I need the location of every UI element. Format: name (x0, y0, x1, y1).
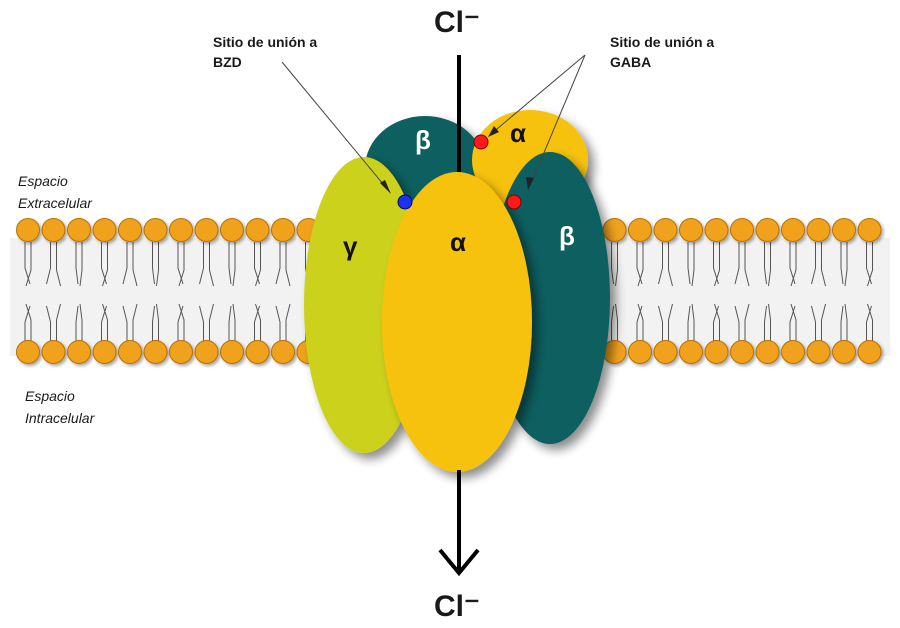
lipid-head (195, 219, 218, 242)
bzd-site-callout: Sitio de unión a BZD (213, 32, 317, 72)
beta-back-label: β (415, 126, 431, 154)
lipid-head (119, 341, 142, 364)
lipid-head (731, 341, 754, 364)
lipid-head (195, 341, 218, 364)
gaba-callout-line1: Sitio de unión a (610, 32, 714, 52)
intracellular-space-label: Espacio Intracelular (25, 385, 94, 429)
alpha-subunit-front (382, 172, 532, 472)
lipid-head (68, 341, 91, 364)
lipid-head (680, 219, 703, 242)
lipid-head (629, 219, 652, 242)
lipid-head (833, 341, 856, 364)
gaba-site-callout: Sitio de unión a GABA (610, 32, 714, 72)
intracellular-line2: Intracelular (25, 407, 94, 429)
beta-front-label: β (559, 222, 575, 250)
lipid-head (629, 341, 652, 364)
bzd-binding-site (398, 195, 412, 209)
lipid-head (756, 341, 779, 364)
lipid-head (221, 219, 244, 242)
extracellular-line2: Extracelular (18, 192, 92, 214)
lipid-head (603, 219, 626, 242)
chloride-ion-label-top: Cl⁻ (434, 8, 480, 38)
lipid-head (93, 341, 116, 364)
lipid-head (782, 341, 805, 364)
intracellular-line1: Espacio (25, 385, 94, 407)
lipid-head (272, 341, 295, 364)
lipid-head (170, 219, 193, 242)
lipid-head (119, 219, 142, 242)
lipid-head (731, 219, 754, 242)
lipid-head (705, 219, 728, 242)
lipid-head (756, 219, 779, 242)
lipid-head (680, 341, 703, 364)
lipid-head (654, 219, 677, 242)
chloride-ion-label-bottom: Cl⁻ (434, 592, 480, 622)
lipid-head (17, 219, 40, 242)
alpha-front-label: α (450, 228, 466, 256)
lipid-head (858, 341, 881, 364)
extracellular-space-label: Espacio Extracelular (18, 170, 92, 214)
lipid-head (17, 341, 40, 364)
gamma-label: γ (343, 232, 357, 260)
gaba-binding-site-2 (507, 195, 521, 209)
lipid-head (705, 341, 728, 364)
gaba-callout-line2: GABA (610, 52, 714, 72)
lipid-head (68, 219, 91, 242)
lipid-head (246, 219, 269, 242)
lipid-head (42, 341, 65, 364)
lipid-head (782, 219, 805, 242)
lipid-head (144, 219, 167, 242)
lipid-head (42, 219, 65, 242)
gabaa-receptor (304, 55, 610, 573)
bzd-callout-line1: Sitio de unión a (213, 32, 317, 52)
extracellular-line1: Espacio (18, 170, 92, 192)
lipid-head (272, 219, 295, 242)
lipid-head (93, 219, 116, 242)
gaba-binding-site-1 (474, 135, 488, 149)
lipid-head (807, 219, 830, 242)
bzd-pointer-line (282, 62, 388, 190)
lipid-head (858, 219, 881, 242)
lipid-head (246, 341, 269, 364)
lipid-head (170, 341, 193, 364)
lipid-head (654, 341, 677, 364)
lipid-head (807, 341, 830, 364)
lipid-head (833, 219, 856, 242)
lipid-head (221, 341, 244, 364)
bzd-callout-line2: BZD (213, 52, 317, 72)
alpha-back-label: α (510, 119, 526, 147)
lipid-head (144, 341, 167, 364)
